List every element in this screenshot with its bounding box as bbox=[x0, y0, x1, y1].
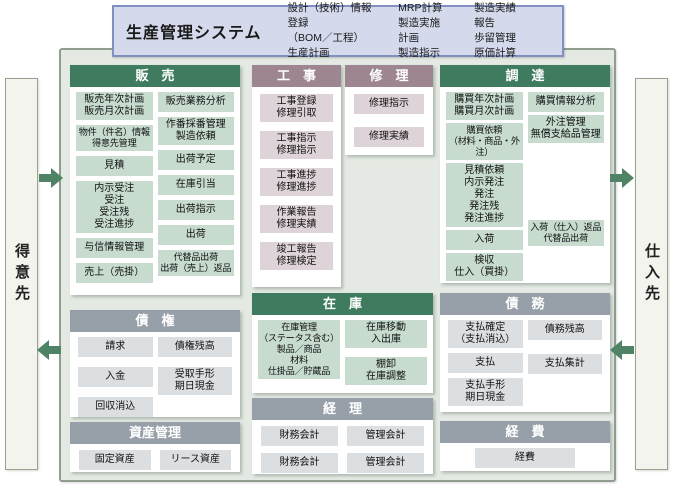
panel-payables-header: 債 務 bbox=[440, 293, 610, 315]
arrow-right-icon bbox=[39, 168, 63, 188]
arrow-right-icon bbox=[610, 168, 634, 188]
panel-sales: 販 売 販売年次計画 販売月次計画 物件（件名）情報 得意先管理 見積 内示受注… bbox=[70, 65, 240, 295]
module-item: 支払 bbox=[448, 353, 523, 373]
procurement-right-column: 購買情報分析 外注管理 無償支給品管理 入荷（仕入）返品 代替品出荷 bbox=[527, 92, 604, 281]
panel-inventory: 在 庫 在庫管理 （ステータス含む） 製品／商品 材料 仕掛品／貯蔵品 在庫移動… bbox=[252, 293, 433, 393]
inventory-right-column: 在庫移動 入出庫 棚卸 在庫調整 bbox=[345, 320, 427, 388]
payables-right-column: 債務残高 支払集計 bbox=[527, 320, 602, 407]
module-item: 工事指示 修理指示 bbox=[260, 131, 333, 159]
customers-box: 得意先 bbox=[5, 78, 38, 470]
module-item: 出荷指示 bbox=[157, 200, 234, 220]
module-item: 請求 bbox=[78, 337, 153, 357]
arrow-left-icon bbox=[610, 340, 634, 360]
panel-repair-header: 修 理 bbox=[345, 65, 433, 87]
module-item: 見積依頼 内示発注 発注 発注残 発注進捗 bbox=[446, 163, 523, 228]
module-item: 支払手形 期日現金 bbox=[448, 378, 523, 406]
module-item: 工事登録 修理引取 bbox=[260, 94, 333, 122]
sales-right-column: 販売業務分析 作番採番管理 製造依頼 出荷予定 在庫引当 出荷指示 出荷 代替品… bbox=[157, 92, 234, 290]
module-item: 財務会計 bbox=[261, 426, 338, 446]
construction-column: 工事登録 修理引取 工事指示 修理指示 工事進捗 修理進捗 作業報告 修理実績 … bbox=[260, 94, 333, 280]
module-item: 財務会計 bbox=[261, 453, 338, 473]
module-item: 入金 bbox=[78, 367, 153, 387]
module-item: 出荷 bbox=[157, 225, 234, 245]
module-item: 入荷 bbox=[446, 230, 523, 251]
panel-accounting: 経 理 財務会計 管理会計 財務会計 管理会計 bbox=[252, 398, 433, 474]
module-item: 管理会計 bbox=[347, 426, 424, 446]
panel-receivables-header: 債 権 bbox=[70, 310, 240, 332]
repair-column: 修理指示 修理実績 bbox=[354, 94, 424, 148]
receivables-left-column: 請求 入金 回収消込 bbox=[78, 337, 153, 417]
module-item: 棚卸 在庫調整 bbox=[345, 357, 427, 385]
sales-left-column: 販売年次計画 販売月次計画 物件（件名）情報 得意先管理 見積 内示受注 受注 … bbox=[76, 92, 153, 290]
panel-receivables: 債 権 請求 入金 回収消込 債権残高 受取手形 期日現金 bbox=[70, 310, 240, 417]
module-item: 代替品出荷 出荷（売上）返品 bbox=[157, 250, 234, 277]
title-functions-column: 製造実績報告 歩留管理 原価計算 bbox=[474, 2, 517, 59]
panel-accounting-header: 経 理 bbox=[252, 398, 433, 420]
procurement-left-column: 購買年次計画 購買月次計画 購買依頼 （材料・商品・外注） 見積依頼 内示発注 … bbox=[446, 92, 523, 282]
panel-repair: 修 理 修理指示 修理実績 bbox=[345, 65, 433, 155]
module-item: 購買年次計画 購買月次計画 bbox=[446, 92, 523, 120]
panel-expenses: 経 費 経費 bbox=[440, 421, 610, 471]
module-item: 債権残高 bbox=[157, 337, 232, 357]
module-item: 作番採番管理 製造依頼 bbox=[157, 117, 234, 145]
module-item: 工事進捗 修理進捗 bbox=[260, 168, 333, 196]
module-item: 支払集計 bbox=[527, 354, 602, 374]
module-item: 修理指示 bbox=[354, 94, 424, 114]
module-item: 在庫移動 入出庫 bbox=[345, 320, 427, 348]
panel-expenses-header: 経 費 bbox=[440, 421, 610, 443]
suppliers-label: 仕入先 bbox=[643, 242, 660, 306]
panel-procurement-header: 調 達 bbox=[440, 65, 610, 87]
module-item: 内示受注 受注 受注残 受注進捗 bbox=[76, 181, 153, 234]
title-functions-column: 設計（技術）情報登録 （BOM／工程） 生産計画 bbox=[287, 2, 372, 59]
module-item: 外注管理 無償支給品管理 bbox=[527, 115, 604, 143]
panel-asset-management-header: 資産管理 bbox=[70, 422, 240, 444]
module-item: 固定資産 bbox=[79, 450, 151, 470]
payables-left-column: 支払確定 （支払消込） 支払 支払手形 期日現金 bbox=[448, 320, 523, 407]
module-item: 入荷（仕入）返品 代替品出荷 bbox=[527, 220, 604, 247]
inventory-left-column: 在庫管理 （ステータス含む） 製品／商品 材料 仕掛品／貯蔵品 bbox=[258, 320, 340, 388]
module-item: 回収消込 bbox=[78, 397, 153, 417]
system-title-box: 生産管理システム 設計（技術）情報登録 （BOM／工程） 生産計画 MRP計算 … bbox=[112, 2, 564, 59]
module-item: 見積 bbox=[76, 156, 153, 177]
module-item: 販売年次計画 販売月次計画 bbox=[76, 92, 153, 120]
system-title: 生産管理システム bbox=[126, 25, 262, 42]
module-item: 購買依頼 （材料・商品・外注） bbox=[446, 123, 523, 161]
module-item: 在庫管理 （ステータス含む） 製品／商品 材料 仕掛品／貯蔵品 bbox=[258, 320, 340, 380]
module-item: 在庫引当 bbox=[157, 175, 234, 195]
panel-asset-management: 資産管理 固定資産 リース資産 bbox=[70, 422, 240, 472]
module-item: 受取手形 期日現金 bbox=[157, 367, 232, 395]
panel-procurement: 調 達 購買年次計画 購買月次計画 購買依頼 （材料・商品・外注） 見積依頼 内… bbox=[440, 65, 610, 283]
panel-sales-header: 販 売 bbox=[70, 65, 240, 87]
module-item: 与信情報管理 bbox=[76, 238, 153, 259]
panel-construction: 工 事 工事登録 修理引取 工事指示 修理指示 工事進捗 修理進捗 作業報告 修… bbox=[252, 65, 341, 287]
module-item: 債務残高 bbox=[527, 320, 602, 340]
module-item: 竣工報告 修理検定 bbox=[260, 242, 333, 270]
receivables-right-column: 債権残高 受取手形 期日現金 bbox=[157, 337, 232, 417]
module-item: 修理実績 bbox=[354, 127, 424, 147]
title-functions-column: MRP計算 製造実施計画 製造指示 bbox=[398, 2, 443, 59]
module-item: 売上（売掛） bbox=[76, 263, 153, 284]
module-item: リース資産 bbox=[159, 450, 231, 470]
accounting-grid: 財務会計 管理会計 財務会計 管理会計 bbox=[252, 420, 433, 474]
panel-inventory-header: 在 庫 bbox=[252, 293, 433, 315]
arrow-left-icon bbox=[37, 340, 61, 360]
module-item: 販売業務分析 bbox=[157, 92, 234, 112]
customers-label: 得意先 bbox=[13, 242, 30, 306]
module-item: 支払確定 （支払消込） bbox=[448, 320, 523, 348]
module-item: 購買情報分析 bbox=[527, 92, 604, 112]
assets-grid: 固定資産 リース資産 bbox=[70, 444, 240, 472]
module-item: 出荷予定 bbox=[157, 150, 234, 170]
panel-construction-header: 工 事 bbox=[252, 65, 341, 87]
suppliers-box: 仕入先 bbox=[635, 78, 668, 470]
module-item: 作業報告 修理実績 bbox=[260, 205, 333, 233]
module-item: 経費 bbox=[475, 448, 575, 468]
panel-payables: 債 務 支払確定 （支払消込） 支払 支払手形 期日現金 債務残高 支払集計 bbox=[440, 293, 610, 412]
module-item: 検収 仕入（買掛） bbox=[446, 253, 523, 282]
module-item: 管理会計 bbox=[347, 453, 424, 473]
module-item: 物件（件名）情報 得意先管理 bbox=[76, 125, 153, 152]
